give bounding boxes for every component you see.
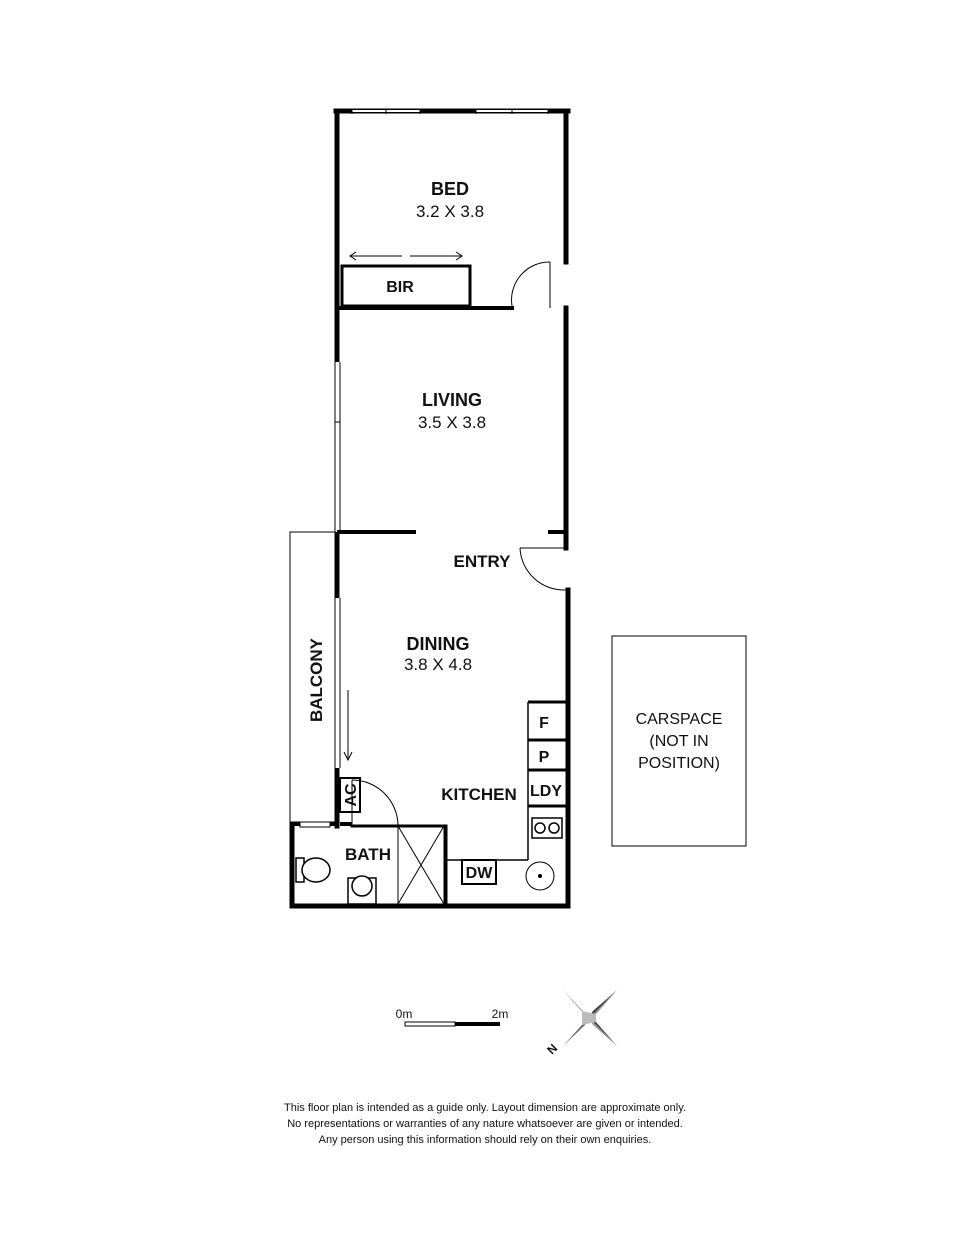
carspace-line3: POSITION) bbox=[638, 755, 720, 772]
disclaimer-line1: This floor plan is intended as a guide o… bbox=[284, 1102, 686, 1114]
disclaimer: This floor plan is intended as a guide o… bbox=[0, 1100, 970, 1148]
bed-name: BED bbox=[431, 179, 469, 199]
entry-label: ENTRY bbox=[454, 552, 512, 571]
kitchen-label: KITCHEN bbox=[441, 785, 517, 804]
entry-door bbox=[519, 547, 568, 591]
bed-living-partition bbox=[335, 264, 514, 310]
dishwasher-label: DW bbox=[466, 865, 494, 882]
dining-name: DINING bbox=[407, 634, 470, 654]
carspace-line2: (NOT IN bbox=[649, 733, 708, 750]
pantry-label: P bbox=[539, 749, 550, 766]
compass-north-label: N bbox=[544, 1041, 560, 1057]
laundry-label: LDY bbox=[530, 783, 562, 800]
bir-sliding-arrows bbox=[349, 251, 463, 261]
bath-window bbox=[299, 821, 331, 828]
bath-label: BATH bbox=[345, 845, 391, 864]
carspace-outline bbox=[611, 635, 747, 847]
exterior-walls bbox=[289, 108, 571, 909]
bedroom-door bbox=[511, 261, 551, 308]
kitchen-bench bbox=[446, 700, 568, 861]
living-window bbox=[334, 362, 341, 532]
balcony-label: BALCONY bbox=[307, 637, 326, 722]
bed-dim: 3.2 X 3.8 bbox=[416, 202, 484, 221]
disclaimer-line3: Any person using this information should… bbox=[318, 1134, 652, 1146]
scale-bar: 0m 2m bbox=[396, 1007, 509, 1027]
fridge-label: F bbox=[539, 715, 549, 732]
shower bbox=[397, 825, 445, 905]
balcony-sliding-door bbox=[334, 598, 353, 768]
scale-end: 2m bbox=[492, 1007, 509, 1021]
compass-icon bbox=[563, 990, 617, 1046]
dining-dim: 3.8 X 4.8 bbox=[404, 655, 472, 674]
dishwasher bbox=[461, 859, 497, 885]
scale-start: 0m bbox=[396, 1007, 413, 1021]
basin bbox=[347, 875, 377, 905]
sink bbox=[525, 861, 555, 891]
cooktop bbox=[531, 817, 563, 839]
bath-door bbox=[351, 779, 399, 827]
living-dim: 3.5 X 3.8 bbox=[418, 413, 486, 432]
carspace-line1: CARSPACE bbox=[636, 711, 723, 728]
toilet bbox=[295, 857, 331, 883]
top-window-frames bbox=[351, 109, 549, 114]
living-name: LIVING bbox=[422, 390, 482, 410]
bir-label: BIR bbox=[386, 279, 414, 296]
disclaimer-line2: No representations or warranties of any … bbox=[287, 1118, 683, 1130]
